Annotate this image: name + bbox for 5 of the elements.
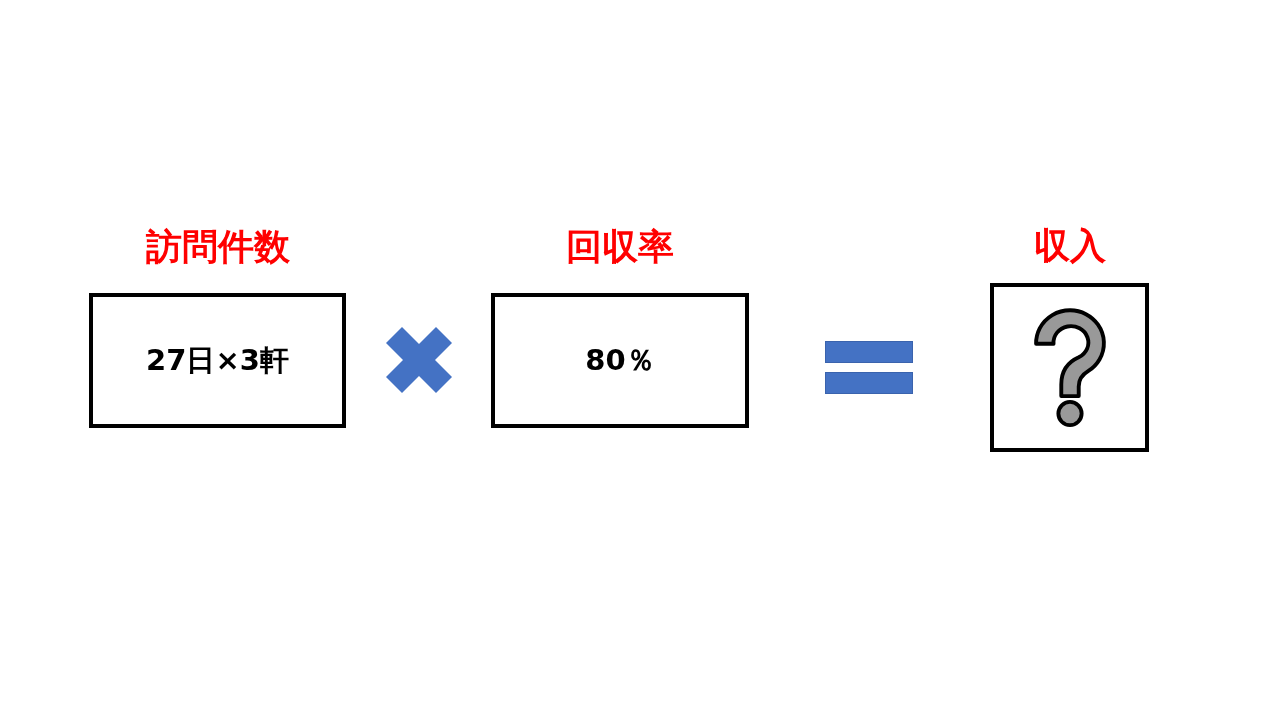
heading: 訪問件数 <box>145 229 290 265</box>
value-box: 27日×3軒 <box>89 293 346 428</box>
value-box: 80％ <box>491 293 749 428</box>
heading: 収入 <box>1033 228 1106 264</box>
heading: 回収率 <box>566 229 674 265</box>
